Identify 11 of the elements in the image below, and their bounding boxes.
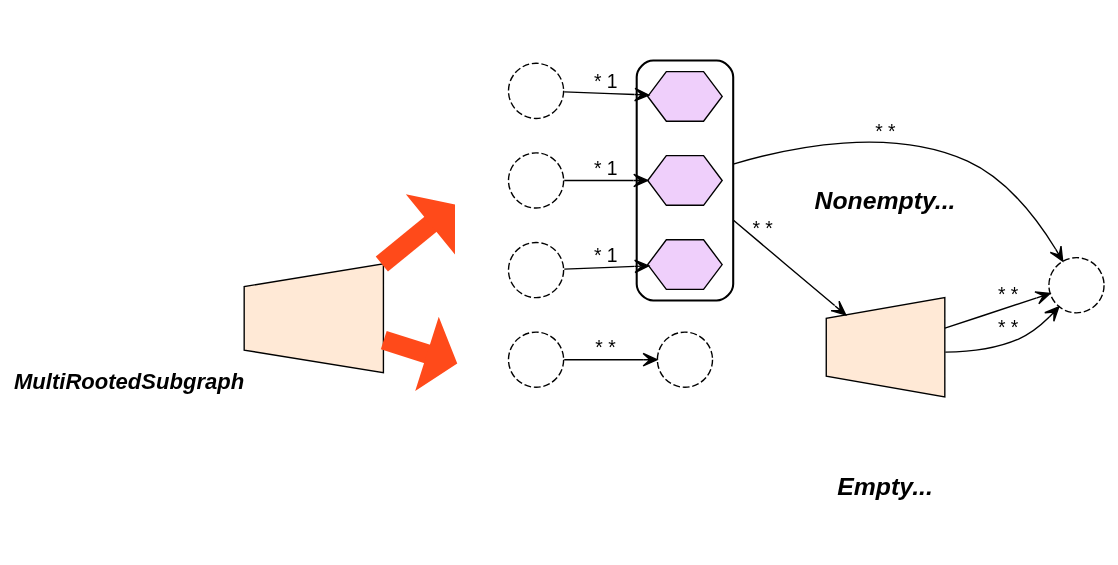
label: Nonempty... — [814, 186, 956, 214]
edge-label: * 1 — [593, 71, 618, 93]
label: Empty... — [837, 473, 933, 501]
edge-label: * * — [875, 121, 896, 143]
edge-label: * * — [997, 283, 1019, 305]
edge-label: * * — [752, 217, 773, 239]
edge-label: * * — [595, 337, 616, 359]
edge-label: * 1 — [593, 158, 618, 180]
node-label: MultiRootedSubgraph — [13, 369, 245, 395]
edge-label: * * — [997, 316, 1019, 338]
edge-label: * 1 — [593, 245, 618, 267]
